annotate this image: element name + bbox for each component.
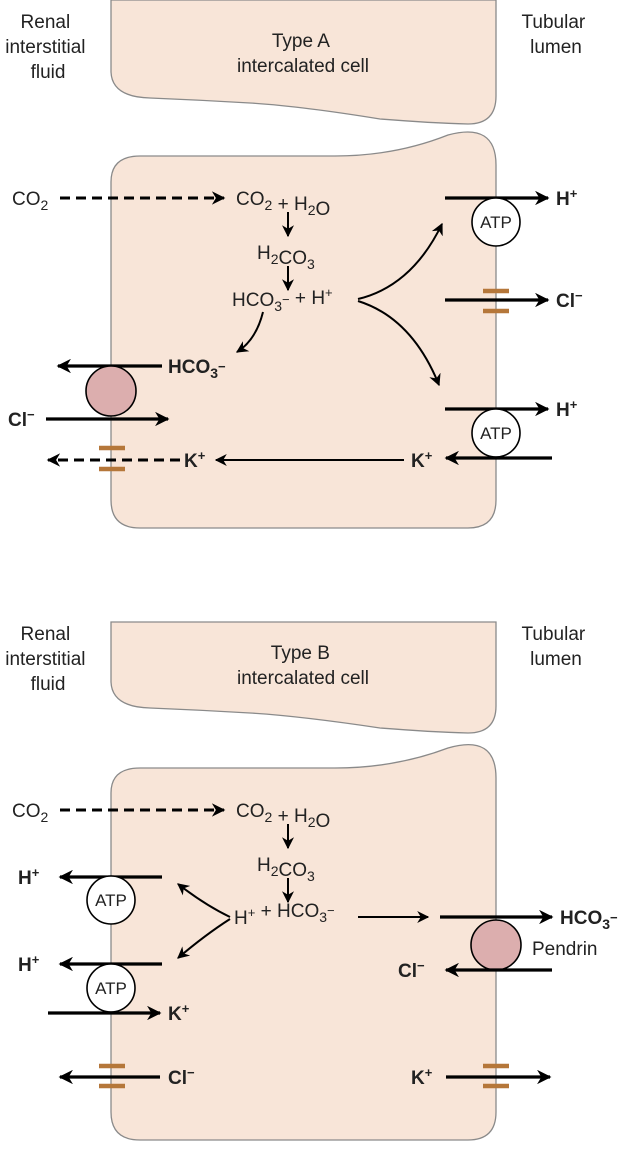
upper-cell-a — [110, 0, 497, 125]
h-out-1-b: H+ — [18, 865, 40, 889]
tubular-lumen-label-b: Tubular lumen — [522, 624, 591, 670]
co2-left-b: CO2 — [12, 801, 49, 825]
h2co3-b: H2CO3 — [257, 855, 315, 884]
atp-label-2-a: ATP — [480, 424, 512, 443]
arrow-to-hco3-a — [235, 311, 264, 353]
cell-title-b: Type B intercalated cell — [237, 643, 369, 689]
panel-type-a: Renal interstitial fluid Tubular lumen T… — [5, 0, 591, 529]
cl-out-b: Cl− — [168, 1065, 195, 1089]
renal-interstitial-label-b: Renal interstitial fluid — [5, 624, 91, 695]
arrow-to-upper-pump-b — [177, 883, 231, 918]
renal-interstitial-label-a: Renal interstitial fluid — [5, 12, 91, 83]
main-cell-a — [110, 131, 497, 529]
h-atpase-pump-a — [471, 197, 521, 247]
hco3-lumen-b: HCO3− — [560, 908, 618, 932]
h-atpase-pump-1-b — [86, 875, 136, 925]
arrow-to-upper-pump-a — [357, 222, 443, 300]
co2-h2o-b: CO2 + H2O — [236, 801, 330, 832]
cl-in-a: Cl− — [8, 407, 35, 431]
atp-label-2-b: ATP — [95, 979, 127, 998]
atp-label-1-a: ATP — [480, 213, 512, 232]
pendrin-exchanger-b — [470, 919, 522, 971]
h-out-1-a: H+ — [556, 186, 578, 210]
k-lumen-a: K+ — [411, 448, 433, 472]
k-mid-a: K+ — [184, 448, 206, 472]
hco3-h-split-a: HCO3− + H+ — [232, 285, 333, 314]
hco3-out-a: HCO3− — [168, 357, 226, 381]
k-in-b: K+ — [168, 1001, 190, 1025]
cell-title-a: Type A intercalated cell — [237, 31, 369, 77]
atp-label-1-b: ATP — [95, 891, 127, 910]
cl-lumen-a: Cl− — [556, 288, 583, 312]
h2co3-a: H2CO3 — [257, 243, 315, 272]
h-hco3-split-b: H+ + HCO3− — [234, 901, 335, 929]
main-cell-b — [110, 744, 497, 1141]
pendrin-label-b: Pendrin — [532, 939, 598, 960]
co2-h2o-a: CO2 + H2O — [236, 189, 330, 220]
co2-left-a: CO2 — [12, 189, 49, 213]
cl-lumen-b: Cl− — [398, 958, 425, 982]
k-lumen-b: K+ — [411, 1065, 433, 1089]
h-out-2-b: H+ — [18, 952, 40, 976]
tubular-lumen-label-a: Tubular lumen — [522, 12, 591, 58]
arrow-to-lower-pump-a — [357, 300, 441, 387]
panel-type-b: Renal interstitial fluid Tubular lumen T… — [5, 621, 618, 1141]
cl-hco3-exchanger-a — [85, 365, 137, 417]
h-out-2-a: H+ — [556, 397, 578, 421]
arrow-to-lower-pump-b — [177, 918, 231, 959]
upper-cell-b — [110, 621, 497, 734]
